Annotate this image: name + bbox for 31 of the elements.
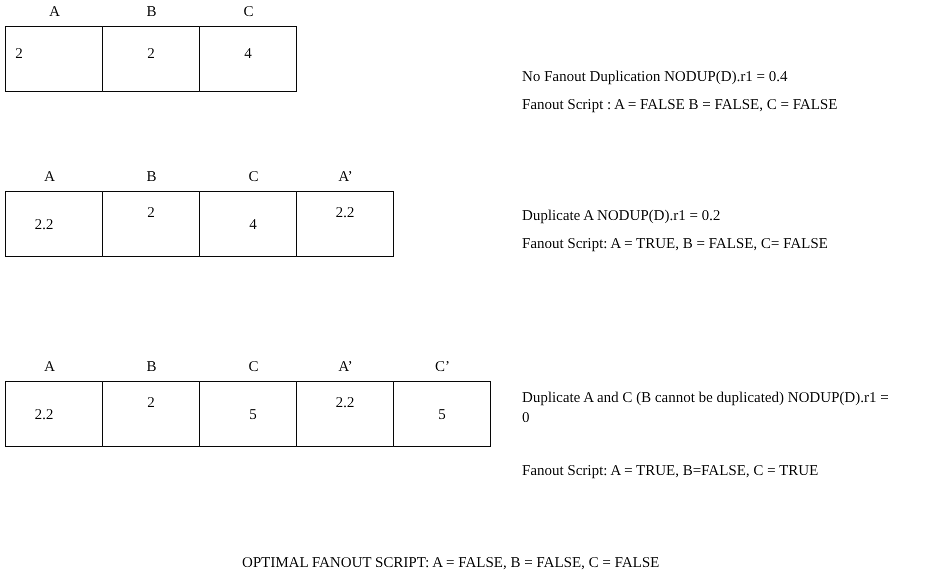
cell-value: 2.2 — [34, 406, 54, 424]
cell-value: 2.2 — [334, 394, 356, 412]
note-text: Fanout Script : A = FALSE B = FALSE, C = FALSE — [522, 96, 838, 115]
note-text: Fanout Script: A = TRUE, B = FALSE, C= FALSE — [522, 235, 828, 254]
column-header: C — [247, 168, 260, 187]
cell-value: 2 — [146, 394, 156, 412]
column-header: B — [145, 168, 158, 187]
note-text: Duplicate A NODUP(D).r1 = 0.2 — [522, 207, 720, 226]
cell-value: 2 — [146, 204, 156, 222]
column-header: B — [145, 358, 158, 377]
column-header: A — [48, 3, 61, 22]
column-header: A — [43, 358, 56, 377]
column-header: C — [242, 3, 254, 22]
note-text: Duplicate A and C (B cannot be duplicated) NODUP(D).r1 = 0 — [522, 389, 890, 428]
column-header: C’ — [434, 358, 451, 377]
note-text: No Fanout Duplication NODUP(D).r1 = 0.4 — [522, 68, 788, 87]
column-header: C — [247, 358, 260, 377]
cell-value: 5 — [437, 406, 447, 424]
cell-value: 2.2 — [334, 204, 356, 222]
column-header: A’ — [337, 358, 354, 377]
note-text: OPTIMAL FANOUT SCRIPT: A = FALSE, B = FALSE, C = FALSE — [242, 554, 660, 573]
cell-value: 2 — [146, 45, 156, 63]
cell-value: 5 — [248, 406, 258, 424]
column-header: A — [43, 168, 56, 187]
cell-value: 4 — [243, 45, 253, 63]
note-text: Fanout Script: A = TRUE, B=FALSE, C = TRUE — [522, 462, 818, 481]
column-header: B — [145, 3, 158, 22]
column-header: A’ — [337, 168, 354, 187]
cell-value: 2 — [14, 45, 24, 63]
cell-value: 2.2 — [34, 216, 54, 234]
cell-value: 4 — [248, 216, 258, 234]
